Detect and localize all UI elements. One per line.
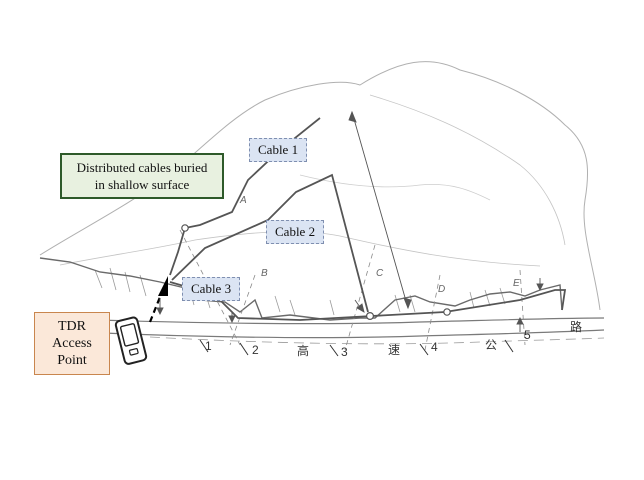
buried-cables-note: Distributed cables buried in shallow sur… [60,153,224,199]
km-mark-4: 4 [431,340,438,354]
movement-arrows [156,278,544,332]
section-letter-c: C [376,268,384,279]
km-mark-3: 3 [341,345,348,359]
slope-hatching [94,267,506,316]
section-letter-d: D [438,284,446,295]
section-letter-e: E [513,278,520,289]
section-letter-a: A [240,195,247,206]
tdr-line-3: Point [57,353,87,368]
tdr-access-point-label: TDR Access Point [34,312,110,375]
note-line-2: in shallow surface [94,177,190,192]
handheld-tdr-device-icon [114,316,148,365]
tdr-line-1: TDR [58,319,86,334]
km-mark-1: 1 [205,339,212,353]
cable-2-line [171,173,369,313]
road-char-2: 速 [388,343,401,357]
cable-3-label: Cable 3 [182,277,241,301]
tdr-arrow [148,276,168,323]
cable-1-label: Cable 1 [249,138,308,162]
cable-nodes [181,224,451,321]
km-mark-2: 2 [252,343,259,357]
road-char-4: 路 [570,320,583,334]
road-char-1: 高 [297,344,310,358]
section-letter-b: B [261,268,268,279]
cable-3-line [169,281,567,321]
highway-centerline [149,336,605,345]
dimension-arrow [348,110,412,310]
terrain-contour-3 [299,174,491,201]
km-mark-5: 5 [524,328,531,342]
tdr-line-2: Access [52,336,92,351]
km-ticks [199,339,514,357]
road-char-3: 公 [485,338,498,352]
note-line-1: Distributed cables buried [76,160,208,175]
cable-2-label: Cable 2 [266,220,325,244]
terrain-contour-2 [369,94,566,246]
landslide-toe-line [39,257,563,321]
